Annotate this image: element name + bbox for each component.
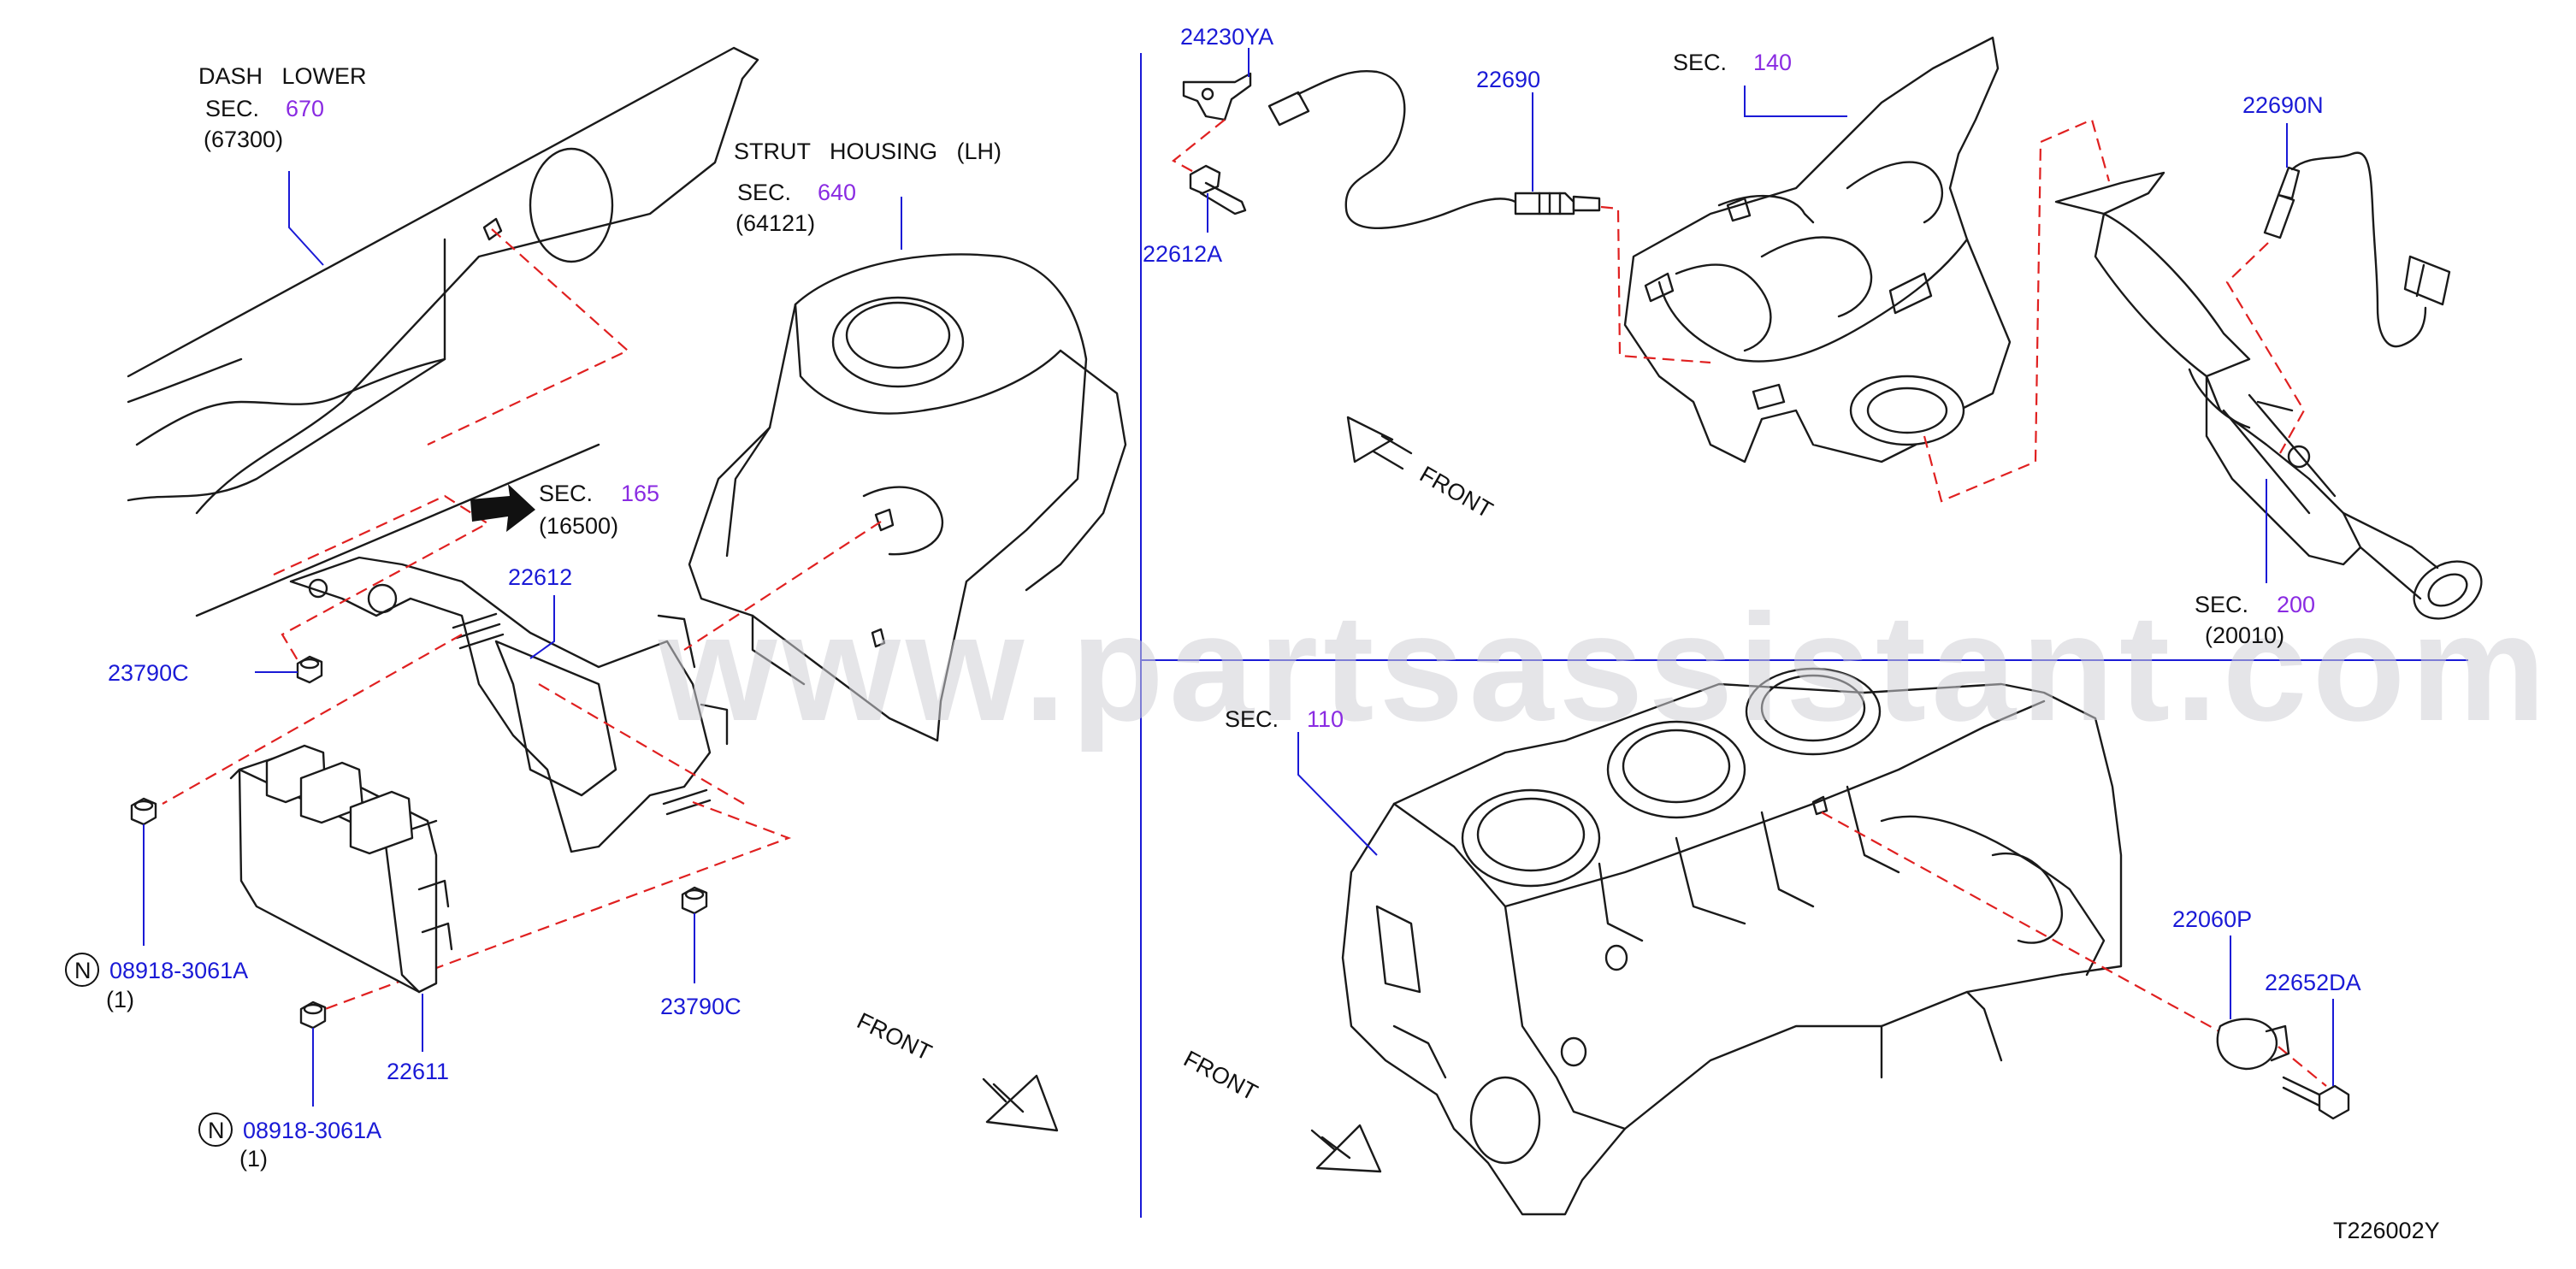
hidden-line-bracket-bolt [1172,119,1226,180]
nut-23790c-upper [296,655,323,684]
sec-140-word: SEC. [1673,50,1727,75]
hidden-line-dash-stud [427,228,629,446]
part-08918-upper[interactable]: 08918-3061A [109,958,248,983]
part-22690[interactable]: 22690 [1476,67,1540,92]
sec-640-number[interactable]: 640 [818,180,856,205]
part-22612[interactable]: 22612 [508,564,572,590]
part-22652da[interactable]: 22652DA [2265,970,2361,995]
nut-symbol-lower: N [198,1113,233,1147]
sec-110-number[interactable]: 110 [1307,706,1344,732]
sec-200-number[interactable]: 200 [2277,592,2315,617]
part-22690n[interactable]: 22690N [2242,92,2324,118]
svg-text:N: N [74,958,92,983]
nut-symbol-upper: N [65,953,99,987]
part-08918-lower[interactable]: 08918-3061A [243,1118,381,1143]
arrow-sec-165 [470,484,535,532]
part-23790c-lower[interactable]: 23790C [660,994,741,1019]
strut-housing-title: STRUT HOUSING (LH) [734,139,1001,164]
front-arrow-top [1346,416,1413,470]
front-arrow-bottom [1310,1124,1382,1173]
hidden-line-o2n [2225,242,2306,454]
part-22612a[interactable]: 22612A [1143,241,1222,267]
code-64121: (64121) [736,210,815,236]
code-16500: (16500) [539,513,618,539]
qty-upper: (1) [106,987,134,1012]
nut-08918-upper [130,797,157,826]
code-67300: (67300) [204,127,283,152]
leader-sec-140 [1744,86,1847,117]
part-24230ya[interactable]: 24230YA [1180,24,1273,50]
bolt-22652da [2282,1076,2350,1120]
oxygen-sensor-22690 [1267,70,1601,229]
sec-200-word: SEC. [2195,592,2248,617]
sec-165-word: SEC. [539,481,593,506]
sensor-bracket-24230ya [1182,72,1252,121]
part-22060p[interactable]: 22060P [2172,906,2252,932]
exhaust-manifold [1623,36,2012,463]
nut-08918-lower [299,1000,327,1030]
front-arrow-left [982,1074,1059,1132]
front-label-left: FRONT [853,1007,936,1065]
qty-lower: (1) [239,1146,268,1172]
hidden-line-ecm-nut [324,800,792,1011]
watermark-text: www.partsassistant.com [658,582,2551,753]
sec-140-number[interactable]: 140 [1753,50,1792,75]
ecm-bracket [289,556,729,853]
svg-text:N: N [208,1118,225,1143]
cylinder-block [1341,667,2123,1216]
nut-23790c-lower [681,886,708,915]
hidden-line-manifold-conv [1923,118,2111,503]
diagram-code: T226002Y [2333,1218,2440,1243]
oxygen-sensor-22690n [2263,151,2451,348]
catalytic-converter [2054,171,2483,620]
sec-165-number[interactable]: 165 [621,481,659,506]
bolt-22612a [1189,164,1247,215]
hidden-line-ecm-side [538,683,745,805]
hidden-line-knock-sensor [1821,812,2242,1044]
ecm-unit [229,744,453,994]
strut-housing [688,253,1127,742]
hidden-line-knock-bolt [2278,1046,2327,1087]
hidden-line-strut [683,521,882,651]
leader-22612 [529,595,555,659]
part-23790c-upper[interactable]: 23790C [108,660,189,686]
knock-sensor-22060p [2216,1018,2290,1071]
sec-640-word: SEC. [737,180,791,205]
hidden-line-o2-manifold [1600,205,1711,364]
part-22611[interactable]: 22611 [387,1059,449,1084]
sec-110-word: SEC. [1225,706,1279,732]
leader-sec-110 [1297,732,1378,856]
sec-670-number[interactable]: 670 [286,96,324,121]
hidden-line-bracket-ecm [162,634,463,805]
dash-lower-title: DASH LOWER [198,63,367,89]
dash-lower-panel [127,46,759,617]
sec-670-word: SEC. [205,96,259,121]
front-label-top: FRONT [1415,461,1498,522]
front-label-bottom: FRONT [1179,1046,1261,1106]
leader-sec-670 [288,171,324,266]
code-20010: (20010) [2205,623,2284,648]
